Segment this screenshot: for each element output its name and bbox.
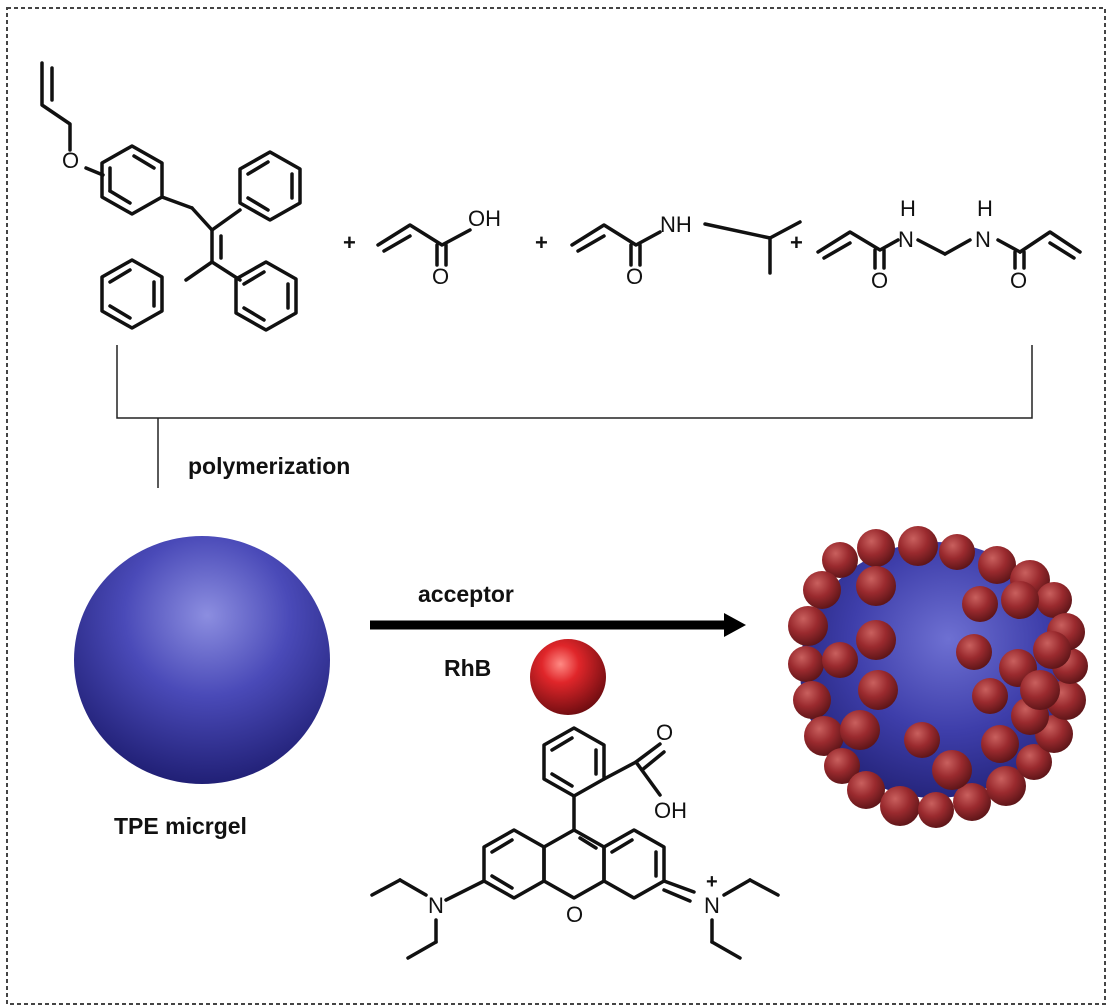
acceptor-bead	[904, 722, 940, 758]
tpe-allyl-monomer	[40, 61, 302, 332]
atom-o-bis-right: O	[1010, 268, 1028, 293]
acceptor-bead	[918, 792, 954, 828]
acceptor-bead	[1020, 670, 1060, 710]
reaction-arrow	[370, 613, 746, 637]
acceptor-beads	[788, 526, 1088, 828]
atom-h-right: H	[977, 196, 993, 221]
polymerization-bracket	[116, 345, 1033, 488]
acceptor-bead	[840, 710, 880, 750]
acceptor-bead	[1036, 582, 1072, 618]
atom-oh-rhb: OH	[654, 798, 687, 823]
atom-n-left-rhb: N	[428, 893, 444, 918]
acceptor-bead	[793, 681, 831, 719]
acceptor-bead	[857, 529, 895, 567]
acceptor-bead	[898, 526, 938, 566]
dashed-border	[6, 7, 1106, 1005]
acceptor-bead	[856, 566, 896, 606]
acceptor-bead	[1001, 581, 1039, 619]
atom-o-acrylic: O	[432, 264, 450, 289]
rhodamine-b-structure	[370, 726, 780, 960]
atom-o-allyl: O	[62, 148, 80, 173]
acceptor-bead	[847, 771, 885, 809]
polymerization-label: polymerization	[188, 453, 351, 479]
charge-plus-rhb: +	[706, 871, 718, 893]
plus-sign-2: +	[535, 230, 548, 255]
acceptor-bead	[858, 670, 898, 710]
rhb-sphere	[530, 639, 606, 715]
acceptor-bead	[880, 786, 920, 826]
acceptor-label: acceptor	[418, 581, 514, 607]
atom-o-xanthene: O	[566, 902, 584, 927]
acceptor-bead	[939, 534, 975, 570]
acceptor-bead	[822, 642, 858, 678]
atom-h-left: H	[900, 196, 916, 221]
acceptor-bead	[824, 748, 860, 784]
acceptor-bead	[788, 646, 824, 682]
acceptor-bead	[788, 606, 828, 646]
acceptor-bead	[856, 620, 896, 660]
acceptor-bead	[804, 716, 844, 756]
atom-n-right: N	[975, 227, 991, 252]
acceptor-bead	[822, 542, 858, 578]
acceptor-bead	[1033, 631, 1071, 669]
atom-n-right-rhb: N	[704, 893, 720, 918]
nipam	[570, 220, 802, 275]
acceptor-bead	[986, 766, 1026, 806]
loaded-microgel	[788, 526, 1088, 828]
bis-acrylamide	[816, 230, 1082, 270]
plus-sign-1: +	[343, 230, 356, 255]
acceptor-bead	[972, 678, 1008, 714]
acceptor-bead	[981, 725, 1019, 763]
acceptor-bead	[978, 546, 1016, 584]
rhb-label: RhB	[444, 655, 492, 681]
acceptor-bead	[1016, 744, 1052, 780]
atom-nh-nipam: NH	[660, 212, 692, 237]
tpe-microgel-sphere	[74, 536, 330, 784]
atom-o-nipam: O	[626, 264, 644, 289]
tpe-microgel-label: TPE micrgel	[114, 813, 247, 839]
acceptor-bead	[956, 634, 992, 670]
acceptor-bead	[953, 783, 991, 821]
atom-oh-acrylic: OH	[468, 206, 501, 231]
acceptor-bead	[962, 586, 998, 622]
atom-n-left: N	[898, 227, 914, 252]
atom-o-carbonyl-rhb: O	[656, 720, 674, 745]
acceptor-bead	[803, 571, 841, 609]
plus-sign-3: +	[790, 230, 803, 255]
acrylic-acid	[376, 223, 472, 267]
acceptor-bead	[932, 750, 972, 790]
atom-o-bis-left: O	[871, 268, 889, 293]
